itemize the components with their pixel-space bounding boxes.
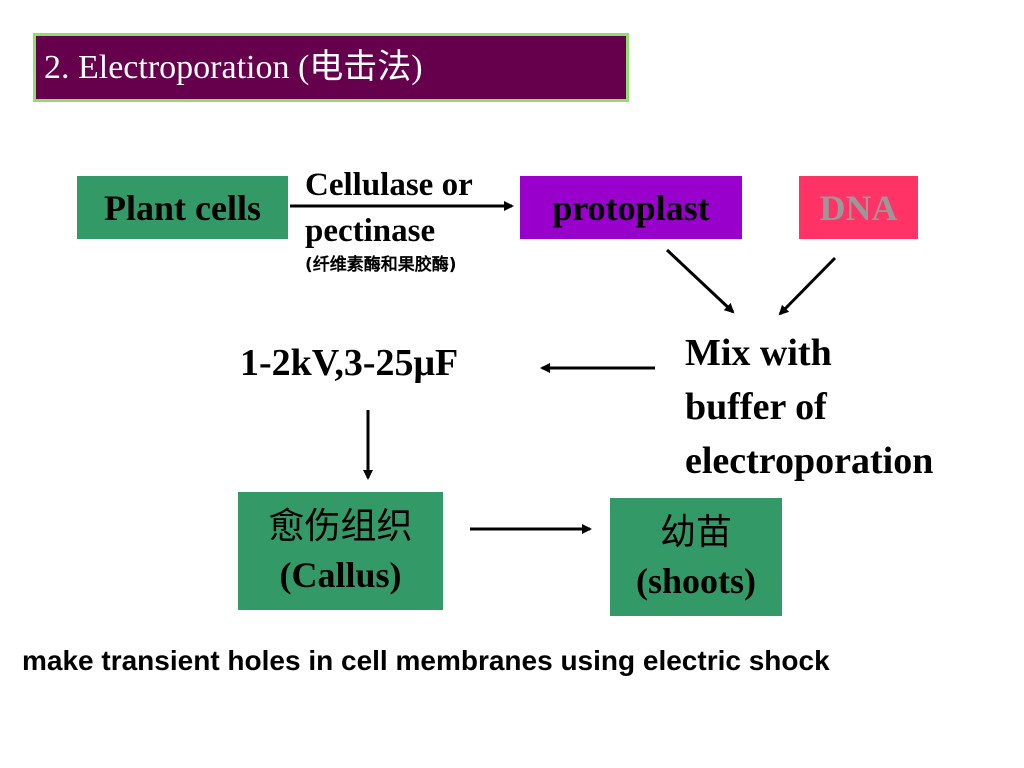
mix-line-1: Mix with	[685, 332, 832, 374]
slide-title: 2. Electroporation (电击法)	[44, 49, 423, 86]
voltage-label: 1-2kV,3-25μF	[240, 342, 459, 384]
callus-box: 愈伤组织 (Callus)	[238, 492, 443, 610]
enzyme-label-line2: pectinase	[305, 213, 436, 249]
caption: make transient holes in cell membranes u…	[22, 645, 830, 676]
dna-label: DNA	[819, 187, 898, 228]
shoots-box: 幼苗 (shoots)	[610, 498, 782, 616]
shoots-english-label: (shoots)	[635, 561, 756, 601]
protoplast-label: protoplast	[552, 187, 710, 228]
plant-cells-box: Plant cells	[77, 176, 288, 239]
enzyme-label-chinese: (纤维素酶和果胶酶)	[305, 255, 457, 275]
title-box	[33, 33, 629, 102]
plant-cells-label: Plant cells	[104, 187, 261, 228]
enzyme-label-line1: Cellulase or	[305, 167, 473, 203]
mix-buffer-label: Mix with buffer of electroporation	[685, 326, 933, 488]
mix-line-2: buffer of	[685, 386, 827, 428]
dna-box: DNA	[799, 176, 918, 239]
protoplast-box: protoplast	[520, 176, 742, 239]
arrow-protoplast-to-mix	[665, 248, 735, 314]
callus-chinese-label: 愈伤组织	[268, 506, 413, 547]
mix-line-3: electroporation	[685, 440, 934, 482]
callus-english-label: (Callus)	[279, 555, 402, 595]
arrow-dna-to-mix	[778, 256, 837, 316]
shoots-chinese-label: 幼苗	[659, 512, 732, 553]
